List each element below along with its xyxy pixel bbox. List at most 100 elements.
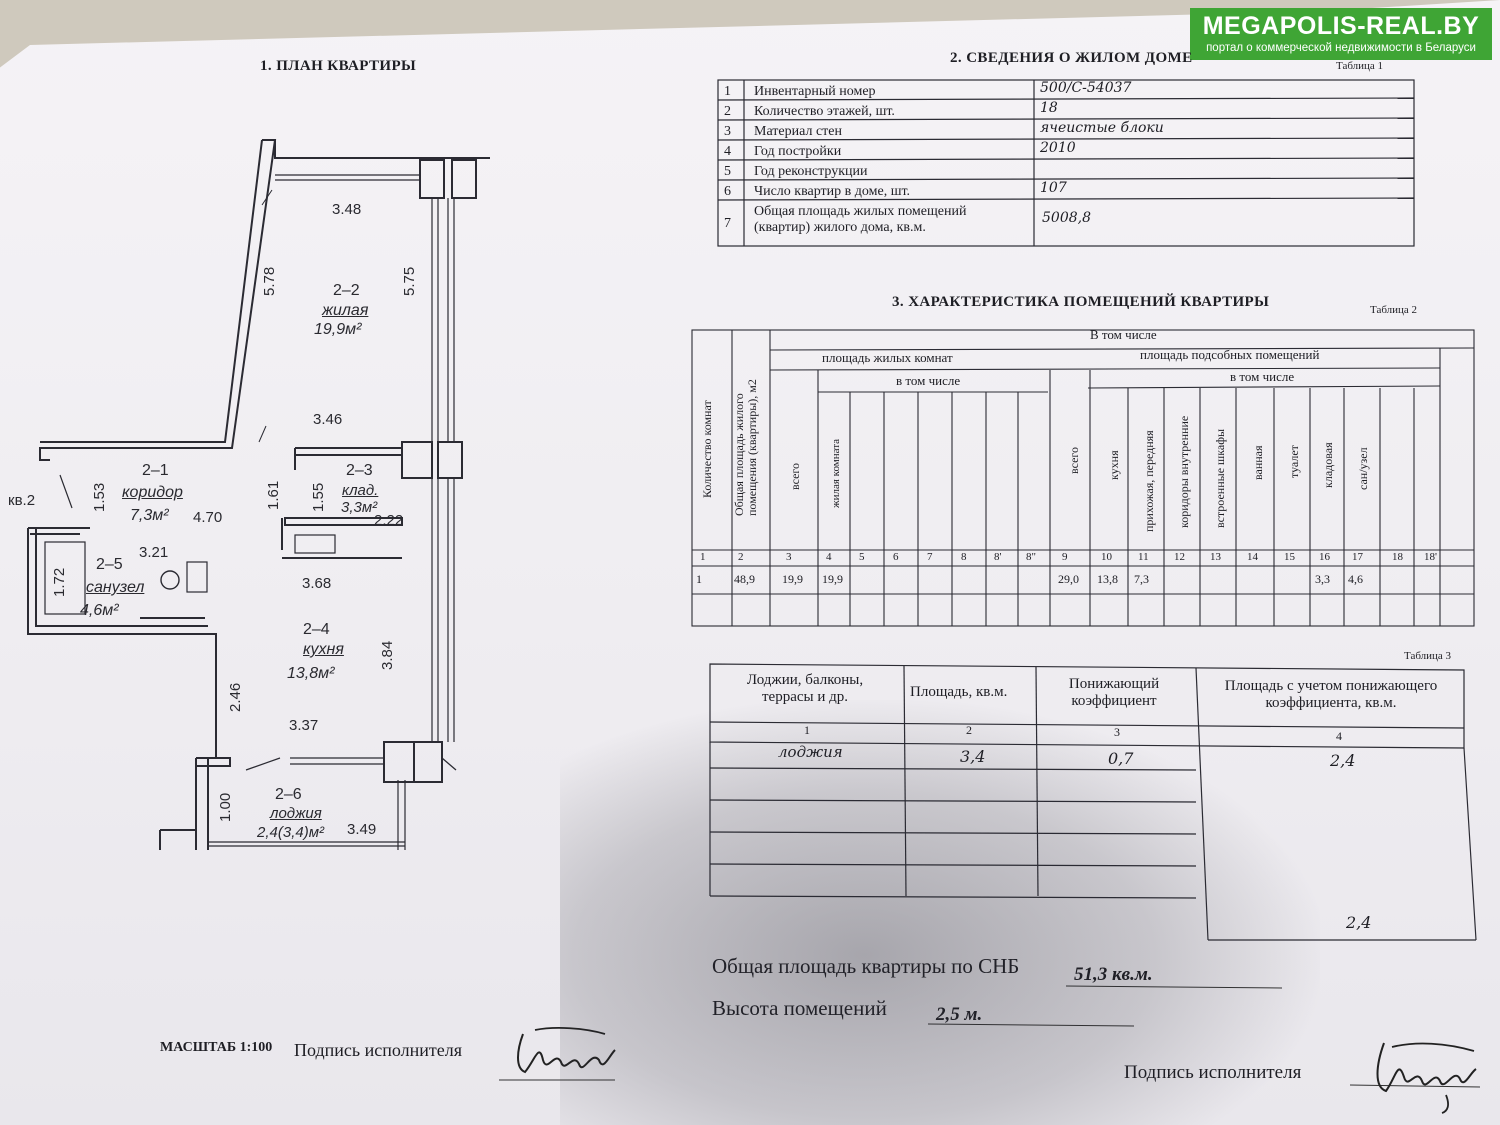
t3-num: 1 (804, 723, 810, 737)
t1-num: 7 (724, 216, 731, 231)
executor-signature (1349, 1042, 1481, 1114)
col-aux-corridor: коридоры внутренние (1177, 415, 1191, 528)
floor-plan-drawing (27, 139, 490, 850)
col-aux-toilet: туалет (1287, 445, 1301, 478)
rooms-table-title: 3. ХАРАКТЕРИСТИКА ПОМЕЩЕНИЙ КВАРТИРЫ (892, 294, 1270, 310)
t3-header-coef: Понижающий коэффициент (1068, 676, 1160, 710)
room-area: 3,3м² (341, 499, 378, 516)
col-aux-closet: встроенные шкафы (1213, 428, 1227, 528)
t1-label: Инвентарный номер (754, 84, 876, 99)
t2-col-number: 8 (961, 551, 967, 563)
room-name: жилая (322, 302, 369, 319)
t1-num: 4 (724, 144, 731, 159)
plan-dim: 1.72 (51, 567, 68, 597)
t2-value: 3,3 (1315, 572, 1330, 586)
plan-dim: 2.22 (374, 512, 404, 529)
t1-value: 500/С-54037 (1040, 80, 1132, 96)
total-area-value: 51,3 кв.м. (1074, 964, 1153, 985)
room-name: санузел (86, 579, 145, 596)
t2-col-number: 2 (738, 551, 744, 563)
col-aux-wc: сан/узел (1356, 447, 1370, 490)
room-height-underline (928, 1023, 1135, 1027)
room-name: клад. (342, 482, 379, 499)
col-aux-storage: кладовая (1321, 442, 1335, 488)
t1-num: 5 (724, 164, 731, 179)
t1-label: Количество этажей, шт. (754, 104, 895, 119)
room-area: 19,9м² (314, 321, 362, 338)
t2-col-number: 17 (1352, 551, 1363, 563)
t3-header-type: Лоджии, балконы, террасы и др. (746, 672, 864, 706)
plan-dim: 5.75 (401, 266, 418, 296)
t2-value: 29,0 (1058, 572, 1079, 586)
t2-value: 48,9 (734, 572, 755, 586)
col-aux-hall: прихожая, передняя (1142, 430, 1156, 532)
plan-dim: 2.46 (227, 682, 244, 712)
t3-num: 3 (1114, 725, 1120, 739)
plan-dim: 1.53 (91, 482, 108, 512)
signature-label: Подпись исполнителя (1124, 1062, 1302, 1083)
plan-dim: 1.00 (217, 792, 234, 822)
t2-col-number: 5 (859, 551, 865, 563)
plan-dim: 3.84 (379, 640, 396, 670)
t2-col-number: 13 (1210, 551, 1221, 563)
total-area-underline (1066, 985, 1283, 989)
t2-col-number: 18' (1424, 551, 1437, 563)
plan-dim: 1.61 (265, 480, 282, 510)
plan-dim: 3.37 (289, 717, 319, 734)
t2-col-number: 16 (1319, 551, 1330, 563)
table1-caption: Таблица 1 (1336, 60, 1384, 72)
t3-coef-value: 0,7 (1108, 749, 1134, 768)
t1-num: 6 (724, 184, 731, 199)
room-name: кухня (303, 641, 344, 658)
plan-dim: 3.48 (332, 201, 362, 218)
room-id: 2–3 (346, 462, 373, 479)
plan-signature-label: Подпись исполнителя (294, 1040, 462, 1060)
t2-col-number: 18 (1392, 551, 1403, 563)
t2-col-number: 11 (1138, 551, 1149, 563)
living-group-header: площадь жилых комнат (822, 350, 953, 365)
neighbor-label: кв.2 (8, 492, 36, 509)
table2-grid (691, 329, 1475, 627)
t1-num: 1 (724, 84, 731, 99)
room-id: 2–5 (96, 556, 123, 573)
room-id: 2–4 (303, 621, 330, 638)
watermark-tagline: портал о коммерческой недвижимости в Бел… (1206, 42, 1476, 54)
scale-label: МАСШТАБ 1:100 (160, 1040, 273, 1055)
total-area-label: Общая площадь квартиры по СНБ (712, 954, 1020, 978)
room-height-label: Высота помещений (712, 996, 887, 1020)
building-title: 2. СВЕДЕНИЯ О ЖИЛОМ ДОМЕ (950, 50, 1193, 66)
t2-col-number: 15 (1284, 551, 1295, 563)
col-total: Общая площадь жилого помещения (квартиры… (732, 379, 760, 516)
t2-col-number: 3 (786, 551, 792, 563)
living-sub-header: в том числе (896, 373, 961, 388)
t2-col-number: 1 (700, 551, 706, 563)
col-living-total: всего (788, 462, 802, 490)
col-living-room: жилая комната (830, 438, 842, 508)
table3-caption: Таблица 3 (1404, 650, 1452, 662)
aux-group-header: площадь подсобных помещений (1140, 347, 1320, 362)
plan-signature (499, 1027, 616, 1081)
table2-caption: Таблица 2 (1370, 304, 1418, 316)
t3-area-value: 3,4 (960, 747, 986, 766)
site-watermark: MEGAPOLIS-REAL.BY портал о коммерческой … (1190, 8, 1492, 60)
plan-dim: 3.49 (347, 821, 377, 838)
t2-col-number: 4 (826, 551, 832, 563)
t2-value: 4,6 (1348, 572, 1363, 586)
table3-grid (709, 663, 1477, 941)
t3-num: 2 (966, 723, 972, 737)
plan-dim: 3.46 (313, 411, 343, 428)
room-id: 2–1 (142, 462, 169, 479)
room-id: 2–6 (275, 786, 302, 803)
watermark-brand: MEGAPOLIS-REAL.BY (1202, 12, 1480, 40)
t2-value: 7,3 (1134, 572, 1149, 586)
room-area: 4,6м² (80, 602, 119, 619)
t1-label: Год постройки (754, 144, 842, 159)
t2-col-number: 8" (1026, 551, 1036, 563)
t2-value: 19,9 (782, 572, 803, 586)
room-name: лоджия (270, 805, 322, 822)
t2-col-number: 14 (1247, 551, 1258, 563)
t1-label: Год реконструкции (754, 164, 868, 179)
col-aux-kitchen: кухня (1107, 450, 1121, 480)
plan-dim: 5.78 (261, 266, 278, 296)
